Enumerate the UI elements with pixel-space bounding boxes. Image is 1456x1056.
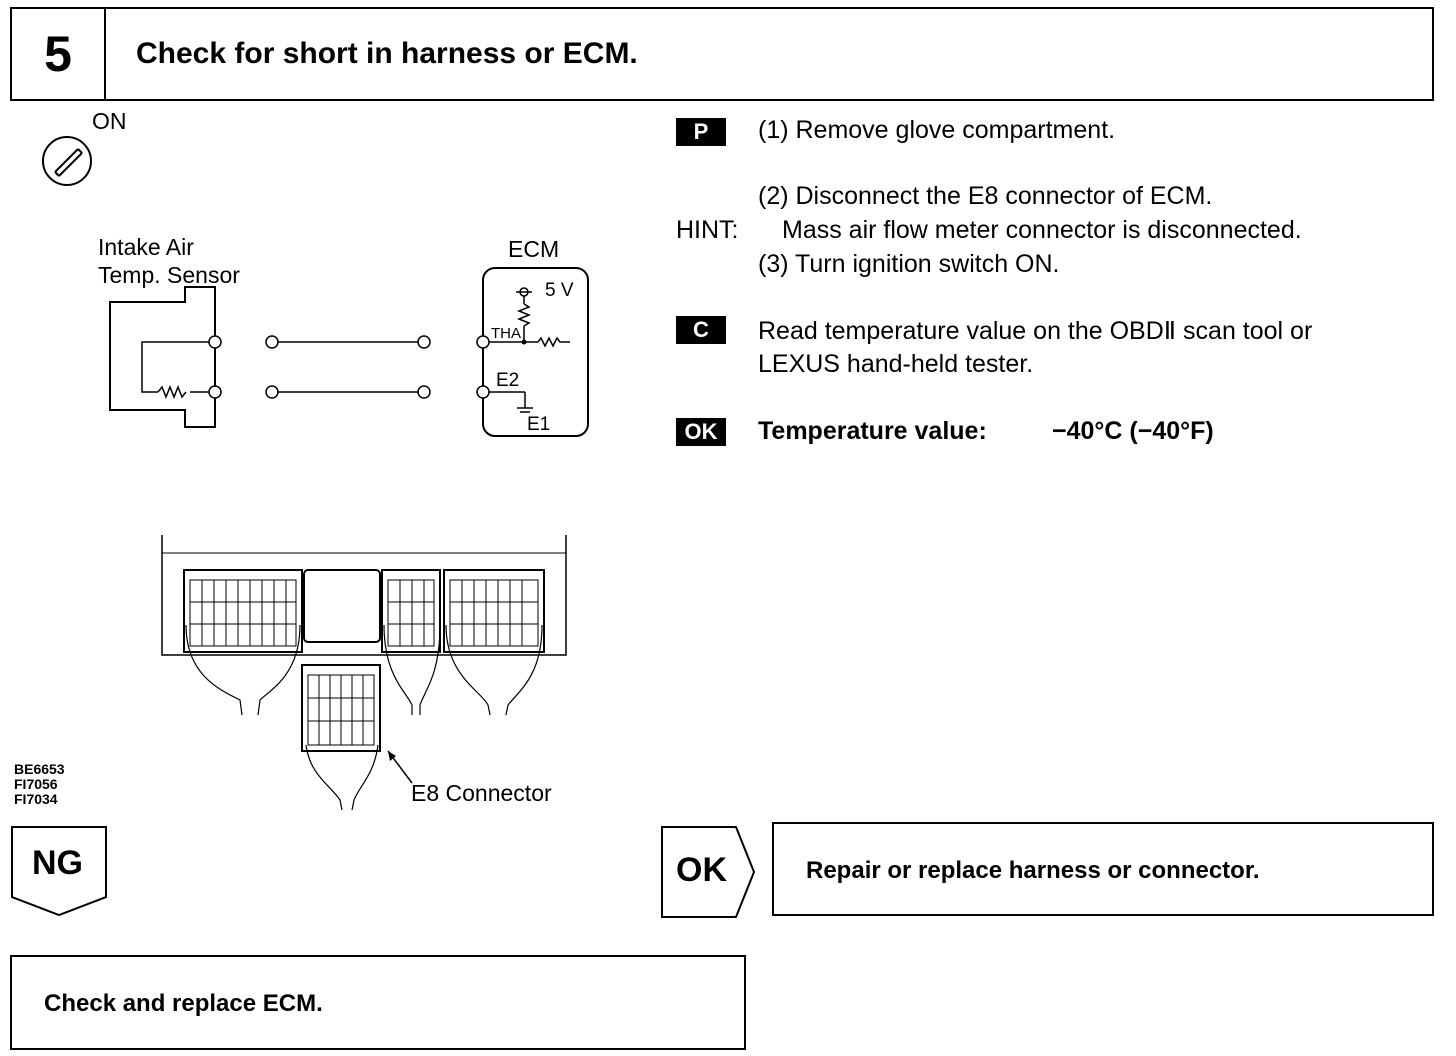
hint-label: HINT: bbox=[676, 216, 739, 244]
ng-action-text: Check and replace ECM. bbox=[44, 990, 323, 1017]
e8-connector-label: E8 Connector bbox=[411, 780, 552, 806]
check-badge: C bbox=[676, 316, 726, 344]
preparation-badge: P bbox=[676, 118, 726, 146]
ignition-key-icon bbox=[42, 136, 92, 186]
ok-action-box bbox=[772, 822, 1434, 916]
circuit-diagram bbox=[109, 267, 589, 437]
ecm-label: ECM bbox=[508, 236, 560, 262]
tha-terminal-label: THA bbox=[491, 325, 521, 342]
e2-terminal-label: E2 bbox=[496, 370, 520, 391]
step-title-box bbox=[104, 7, 1434, 101]
voltage-label: 5 V bbox=[545, 280, 574, 301]
step-title: Check for short in harness or ECM. bbox=[136, 37, 638, 70]
ok-criteria-label: Temperature value: bbox=[758, 417, 987, 445]
ok-criteria-badge: OK bbox=[676, 418, 726, 446]
procedure-step-3: (3) Turn ignition switch ON. bbox=[758, 250, 1060, 278]
ok-label: OK bbox=[676, 851, 727, 889]
ok-result-marker bbox=[661, 826, 756, 918]
sensor-label-line1: Intake Air bbox=[98, 234, 194, 260]
ng-label: NG bbox=[32, 844, 83, 882]
ok-criteria-value: −40°C (−40°F) bbox=[1052, 417, 1214, 445]
ignition-on-label: ON bbox=[92, 108, 127, 134]
e1-terminal-label: E1 bbox=[527, 414, 551, 435]
ecm-connector-illustration bbox=[161, 535, 567, 811]
ok-action-text: Repair or replace harness or connector. bbox=[806, 857, 1260, 884]
figure-code: BE6653 bbox=[14, 761, 65, 777]
step-number: 5 bbox=[44, 26, 72, 82]
check-instruction-line2: LEXUS hand-held tester. bbox=[758, 350, 1034, 378]
sensor-label-line2: Temp. Sensor bbox=[98, 262, 240, 288]
hint-text: Mass air flow meter connector is disconn… bbox=[782, 216, 1302, 244]
ng-action-box bbox=[10, 955, 746, 1050]
figure-code: FI7056 bbox=[14, 776, 58, 792]
procedure-step-2: (2) Disconnect the E8 connector of ECM. bbox=[758, 182, 1213, 210]
check-instruction-line1: Read temperature value on the OBDⅡ scan … bbox=[758, 317, 1313, 345]
ng-result-marker bbox=[11, 826, 107, 917]
figure-code: FI7034 bbox=[14, 791, 58, 807]
procedure-step-1: (1) Remove glove compartment. bbox=[758, 116, 1116, 144]
